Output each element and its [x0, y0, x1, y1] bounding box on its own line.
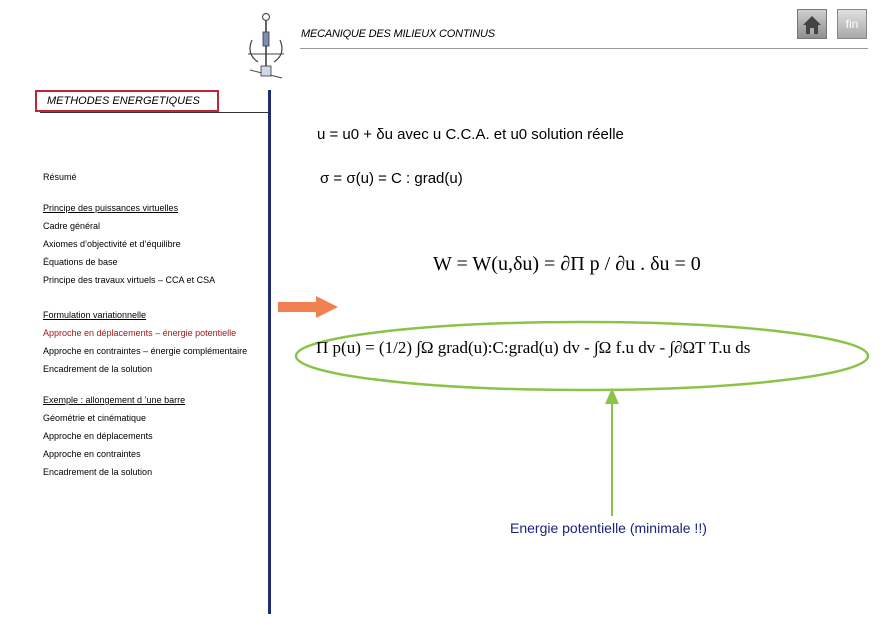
equation-work: W = W(u,δu) = ∂Π p / ∂u . δu = 0: [433, 253, 701, 275]
equation-potential-energy: Π p(u) = (1/2) ∫Ω grad(u):C:grad(u) dv -…: [316, 338, 751, 357]
nav-item-encadrement[interactable]: Encadrement de la solution: [43, 364, 153, 374]
nav-item-axiomes[interactable]: Axiomes d’objectivité et d’équilibre: [43, 239, 181, 249]
nav-item-approche-depl[interactable]: Approche en déplacements: [43, 431, 153, 441]
nav-item-equations[interactable]: Équations de base: [43, 257, 118, 267]
nav-heading-principe[interactable]: Principe des puissances virtuelles: [43, 203, 179, 213]
nav-item-contraintes[interactable]: Approche en contraintes – énergie complé…: [43, 346, 248, 356]
fin-button[interactable]: fin: [837, 9, 867, 39]
nav-heading-exemple[interactable]: Exemple : allongement d ’une barre: [43, 395, 186, 405]
nav-separator: [268, 90, 271, 614]
section-title: METHODES ENERGETIQUES: [35, 90, 219, 112]
logo-icon: [248, 12, 284, 79]
nav-item-geometrie[interactable]: Géométrie et cinématique: [43, 413, 147, 423]
nav-item-deplacements[interactable]: Approche en déplacements – énergie poten…: [43, 328, 237, 338]
up-arrow-icon: [605, 388, 619, 516]
equation-stress: σ = σ(u) = C : grad(u): [320, 170, 463, 187]
nav-heading-formulation[interactable]: Formulation variationnelle: [43, 310, 147, 320]
equation-decomposition: u = u0 + δu avec u C.C.A. et u0 solution…: [317, 126, 624, 143]
pointer-arrow-icon: [278, 296, 338, 318]
caption-energie-potentielle: Energie potentielle (minimale !!): [510, 520, 707, 536]
nav-item-resume[interactable]: Résumé: [43, 172, 77, 182]
header-divider: [300, 48, 868, 49]
home-button[interactable]: [797, 9, 827, 39]
nav-item-travaux[interactable]: Principe des travaux virtuels – CCA et C…: [43, 275, 216, 285]
header-title: MECANIQUE DES MILIEUX CONTINUS: [301, 28, 495, 40]
nav-item-approche-contr[interactable]: Approche en contraintes: [43, 449, 141, 459]
home-icon: [803, 16, 821, 34]
nav-item-cadre[interactable]: Cadre général: [43, 221, 101, 231]
highlight-ellipse: [294, 320, 870, 392]
nav-item-encadrement-ex[interactable]: Encadrement de la solution: [43, 467, 153, 477]
section-underline: [40, 112, 268, 113]
